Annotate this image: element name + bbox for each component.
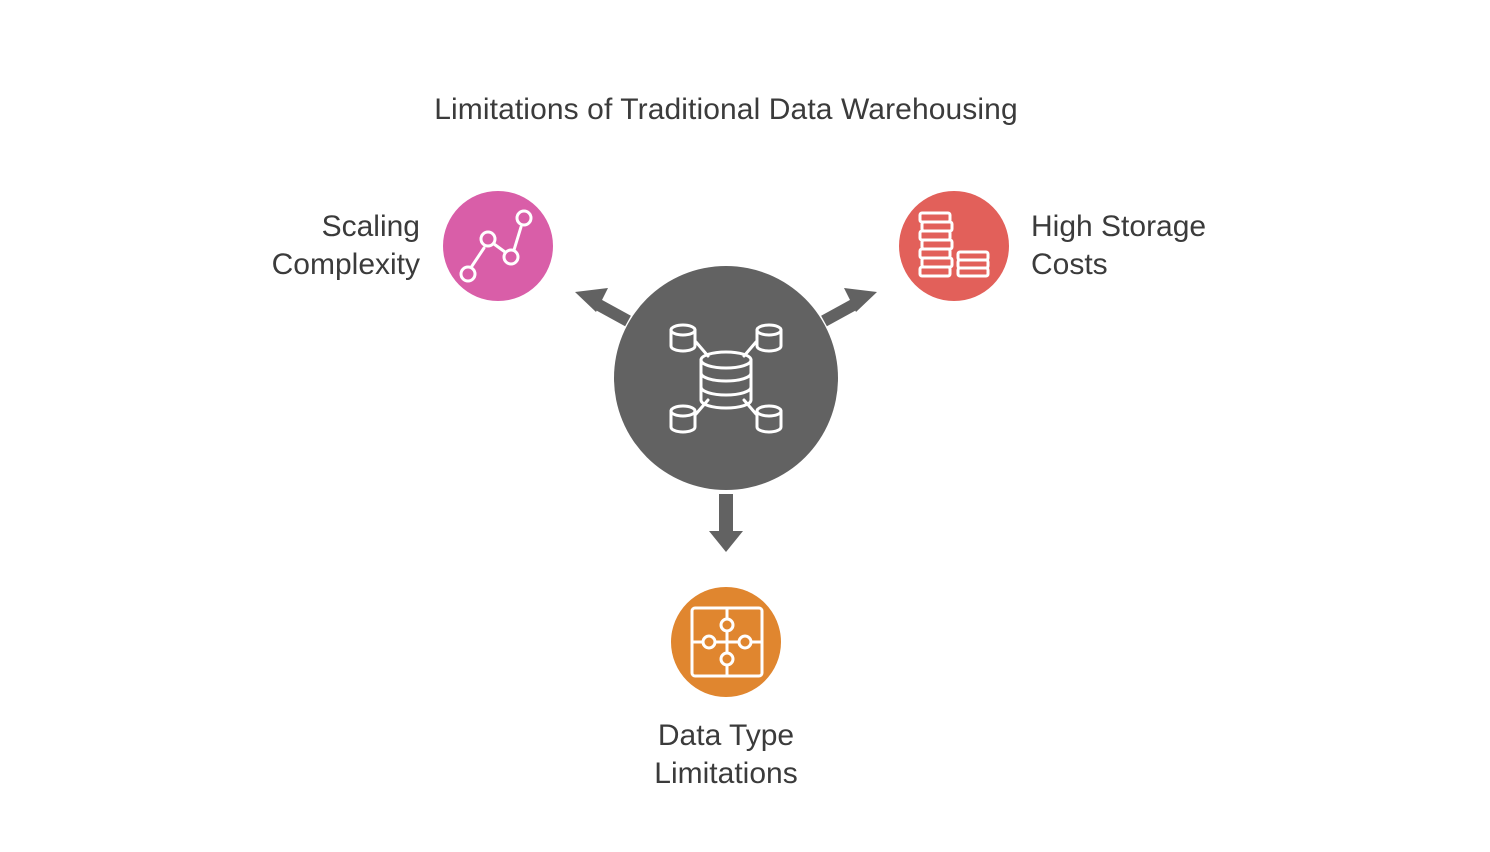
diagram-title: Limitations of Traditional Data Warehous… — [434, 93, 1018, 126]
arrow-to-scaling — [575, 288, 631, 327]
label-line: Limitations — [654, 757, 798, 790]
label-line: Complexity — [271, 248, 420, 281]
label-line: Data Type — [657, 719, 795, 752]
coin-stack-icon — [918, 211, 990, 278]
label-data-type-limitations: Data Type Limitations — [576, 717, 876, 793]
label-line: High Storage — [1031, 210, 1207, 243]
node-high-storage-costs — [899, 191, 1009, 301]
arrow-to-datatype — [709, 494, 743, 552]
label-line: Scaling — [321, 210, 420, 243]
puzzle-icon — [690, 606, 764, 678]
database-network-icon — [669, 323, 783, 434]
label-line: Costs — [1031, 248, 1108, 281]
label-high-storage-costs: High Storage Costs — [1031, 208, 1206, 284]
arrow-to-storage — [821, 288, 877, 327]
node-scaling-complexity — [443, 191, 553, 301]
center-node — [614, 266, 838, 490]
line-chart-icon — [459, 209, 533, 283]
label-scaling-complexity: Scaling Complexity — [272, 208, 420, 284]
node-data-type-limitations — [671, 587, 781, 697]
